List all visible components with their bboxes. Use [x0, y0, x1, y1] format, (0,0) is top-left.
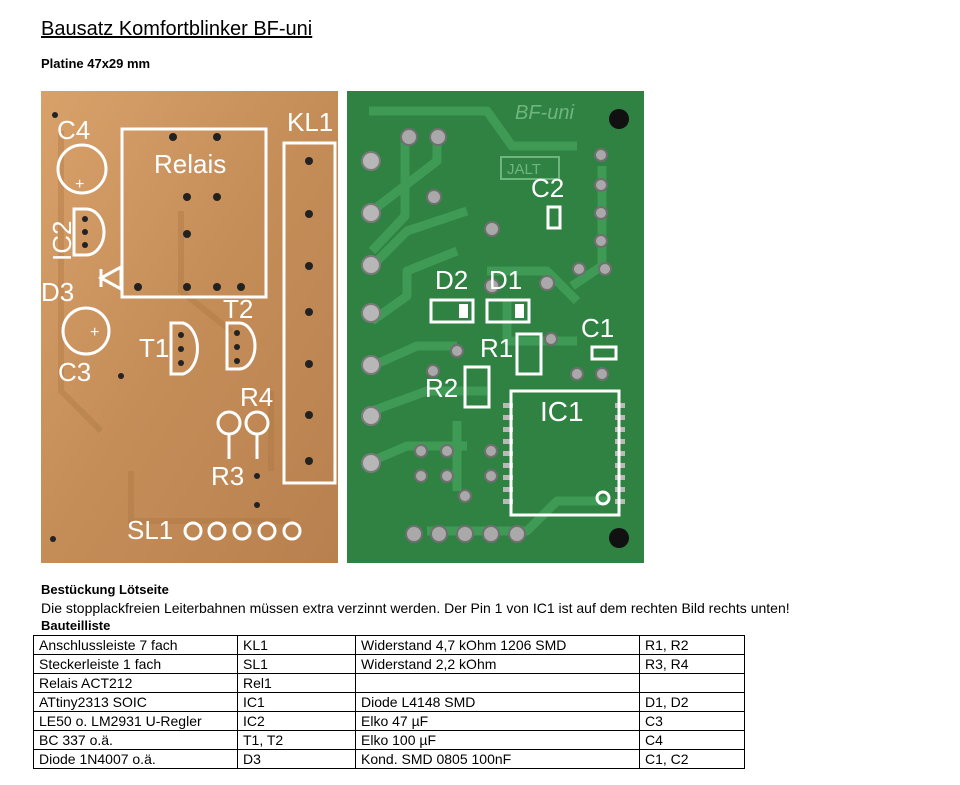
pcb-solder-drawing: BF-uni JALT — [347, 91, 644, 563]
label-kl1: KL1 — [287, 107, 333, 137]
parts-list-heading: Bauteilliste — [41, 618, 111, 633]
table-cell: D3 — [237, 749, 356, 769]
c1-outline — [590, 345, 618, 361]
label-relais: Relais — [154, 149, 226, 179]
table-cell: R1, R2 — [639, 635, 745, 655]
label-bf-uni: BF-uni — [515, 102, 574, 124]
label-c3: C3 — [58, 357, 91, 387]
t2-outline — [225, 321, 257, 371]
label-ic2: IC2 — [47, 221, 77, 261]
table-cell: D1, D2 — [639, 692, 745, 712]
c2-outline — [546, 205, 562, 230]
label-r3: R3 — [211, 461, 244, 491]
assembly-heading: Bestückung Lötseite — [41, 582, 169, 597]
table-cell: C1, C2 — [639, 749, 745, 769]
table-cell: ATtiny2313 SOIC — [33, 692, 238, 712]
label-t1: T1 — [139, 333, 169, 363]
ic1-outline — [509, 389, 621, 517]
label-c2: C2 — [531, 173, 564, 203]
label-r4: R4 — [240, 382, 273, 412]
table-cell: Relais ACT212 — [33, 673, 238, 693]
svg-text:+: + — [75, 176, 84, 193]
r1-outline — [515, 332, 543, 376]
table-cell: IC2 — [237, 711, 356, 731]
pcb-photo-component-side: C4 + Relais KL1 IC2 D3 + C3 — [41, 91, 338, 563]
table-cell — [639, 673, 745, 693]
table-cell: Kond. SMD 0805 100nF — [355, 749, 640, 769]
pcb-photo-solder-side: BF-uni JALT — [347, 91, 644, 563]
table-row: Diode 1N4007 o.ä. D3 Kond. SMD 0805 100n… — [33, 749, 745, 769]
table-cell: Diode 1N4007 o.ä. — [33, 749, 238, 769]
label-c1: C1 — [581, 313, 614, 343]
table-row: Relais ACT212 Rel1 — [33, 673, 745, 693]
label-ic1: IC1 — [540, 396, 584, 427]
table-row: BC 337 o.ä. T1, T2 Elko 100 µF C4 — [33, 730, 745, 750]
t1-outline — [169, 321, 199, 376]
table-cell: IC1 — [237, 692, 356, 712]
table-cell: LE50 o. LM2931 U-Regler — [33, 711, 238, 731]
table-cell: Elko 100 µF — [355, 730, 640, 750]
table-cell: Widerstand 2,2 kOhm — [355, 654, 640, 674]
table-cell: C3 — [639, 711, 745, 731]
table-cell: R3, R4 — [639, 654, 745, 674]
table-row: ATtiny2313 SOIC IC1 Diode L4148 SMD D1, … — [33, 692, 745, 712]
relais-outline — [120, 127, 268, 299]
label-t2: T2 — [223, 294, 253, 324]
label-jalt: JALT — [507, 161, 541, 178]
table-cell: Anschlussleiste 7 fach — [33, 635, 238, 655]
table-row: Steckerleiste 1 fach SL1 Widerstand 2,2 … — [33, 654, 745, 674]
parts-table: Anschlussleiste 7 fach KL1 Widerstand 4,… — [33, 635, 745, 769]
r2-outline — [463, 365, 491, 409]
table-cell: SL1 — [237, 654, 356, 674]
c3-outline — [61, 306, 111, 356]
d3-outline — [97, 264, 123, 292]
table-cell: BC 337 o.ä. — [33, 730, 238, 750]
assembly-note: Die stopplackfreien Leiterbahnen müssen … — [41, 600, 790, 616]
d1-outline — [485, 298, 531, 324]
kl1-pads — [361, 151, 381, 473]
table-cell: T1, T2 — [237, 730, 356, 750]
ic1-pin1-marker — [595, 490, 611, 506]
table-cell — [355, 673, 640, 693]
sl1-pins — [183, 521, 302, 541]
ic2-outline — [72, 207, 106, 257]
kl1-outline — [282, 141, 337, 485]
label-r2: R2 — [425, 373, 458, 403]
label-c4: C4 — [57, 115, 90, 145]
table-row: LE50 o. LM2931 U-Regler IC2 Elko 47 µF C… — [33, 711, 745, 731]
table-cell: KL1 — [237, 635, 356, 655]
table-cell: Widerstand 4,7 kOhm 1206 SMD — [355, 635, 640, 655]
svg-text:+: + — [90, 324, 99, 341]
c4-outline — [56, 143, 108, 195]
page-title: Bausatz Komfortblinker BF-uni — [41, 18, 313, 40]
table-cell: Rel1 — [237, 673, 356, 693]
sl1-pads — [405, 525, 526, 543]
table-cell: Elko 47 µF — [355, 711, 640, 731]
label-sl1: SL1 — [127, 515, 173, 545]
table-row: Anschlussleiste 7 fach KL1 Widerstand 4,… — [33, 635, 745, 655]
table-cell: Diode L4148 SMD — [355, 692, 640, 712]
label-d3: D3 — [41, 277, 74, 307]
label-d1: D1 — [489, 265, 522, 295]
board-dimensions: Platine 47x29 mm — [41, 56, 151, 71]
table-cell: C4 — [639, 730, 745, 750]
pcb-component-drawing: C4 + Relais KL1 IC2 D3 + C3 — [41, 91, 338, 563]
label-d2: D2 — [435, 265, 468, 295]
d2-outline — [429, 298, 475, 324]
table-cell: Steckerleiste 1 fach — [33, 654, 238, 674]
label-r1: R1 — [480, 333, 513, 363]
